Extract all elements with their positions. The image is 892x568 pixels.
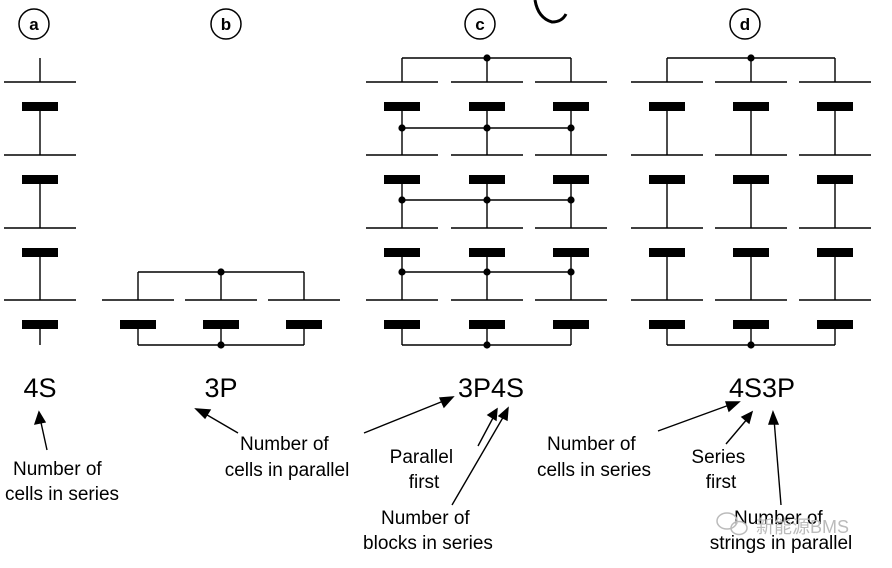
d-top-node xyxy=(747,54,755,62)
arrow-b-head xyxy=(194,408,212,420)
note-d-strings-parallel: Number of strings in parallel xyxy=(710,508,853,554)
b-top-node xyxy=(217,268,225,276)
c-tie-2-node-2 xyxy=(483,196,491,204)
d-bottom-node xyxy=(747,341,755,349)
junction-nodes xyxy=(217,54,755,349)
c-tie-3-node-1 xyxy=(398,268,406,276)
panel-a-letter: a xyxy=(29,15,39,34)
arrow-d-cells-head xyxy=(725,401,741,413)
c-tie-1-node-3 xyxy=(567,124,575,132)
cropped-title-fragment xyxy=(533,0,568,24)
c-bottom-node xyxy=(483,341,491,349)
arrow-d-first xyxy=(725,417,749,445)
c-tie-3-node-3 xyxy=(567,268,575,276)
config-label-b: 3P xyxy=(204,373,237,403)
note-c-parallel-first: Parallel first xyxy=(390,447,459,493)
panel-d-badge: d xyxy=(729,8,761,40)
panel-b-badge: b xyxy=(210,8,242,40)
watermark-text: 新能源BMS xyxy=(756,517,849,537)
c-top-node xyxy=(483,54,491,62)
c-tie-2-node-3 xyxy=(567,196,575,204)
arrow-a-head xyxy=(33,410,47,425)
c-tie-2-node-1 xyxy=(398,196,406,204)
config-label-a: 4S xyxy=(23,373,56,403)
arrow-d-first-head xyxy=(740,410,754,425)
arrow-c-parallel-head xyxy=(438,396,455,409)
arrow-c-first xyxy=(477,415,495,447)
config-label-d: 4S3P xyxy=(729,373,795,403)
arrow-d-strings xyxy=(773,418,782,506)
arrow-d-strings-head xyxy=(768,410,780,425)
panel-d-letter: d xyxy=(740,15,750,34)
c-tie-1-node-1 xyxy=(398,124,406,132)
note-d-series-first: Series first xyxy=(691,447,750,493)
arrow-c-blocks xyxy=(451,413,506,506)
arrow-c-first-head xyxy=(486,407,498,422)
note-a-cells-series: Number of cells in series xyxy=(5,459,119,505)
annotation-arrows xyxy=(33,396,782,506)
c-tie-1-node-2 xyxy=(483,124,491,132)
note-d-cells-series: Number of cells in series xyxy=(537,434,651,481)
c-tie-3-node-2 xyxy=(483,268,491,276)
panel-c-letter: c xyxy=(475,15,484,34)
arrow-c-blocks-head xyxy=(497,406,509,422)
arrow-d-cells xyxy=(657,403,733,432)
watermark: 新能源BMS xyxy=(716,512,849,537)
panel-a-badge: a xyxy=(18,8,50,40)
panel-c-badge: c xyxy=(464,8,496,40)
panel-b-letter: b xyxy=(221,15,231,34)
config-label-c: 3P4S xyxy=(458,373,524,403)
b-bottom-node xyxy=(217,341,225,349)
arrow-c-parallel xyxy=(363,399,447,434)
wechat-icon xyxy=(716,512,748,536)
note-b-cells-parallel: Number of cells in parallel xyxy=(225,434,350,481)
note-c-blocks-series: Number of blocks in series xyxy=(363,508,493,554)
arrow-b xyxy=(201,411,239,434)
circuits xyxy=(4,57,871,346)
